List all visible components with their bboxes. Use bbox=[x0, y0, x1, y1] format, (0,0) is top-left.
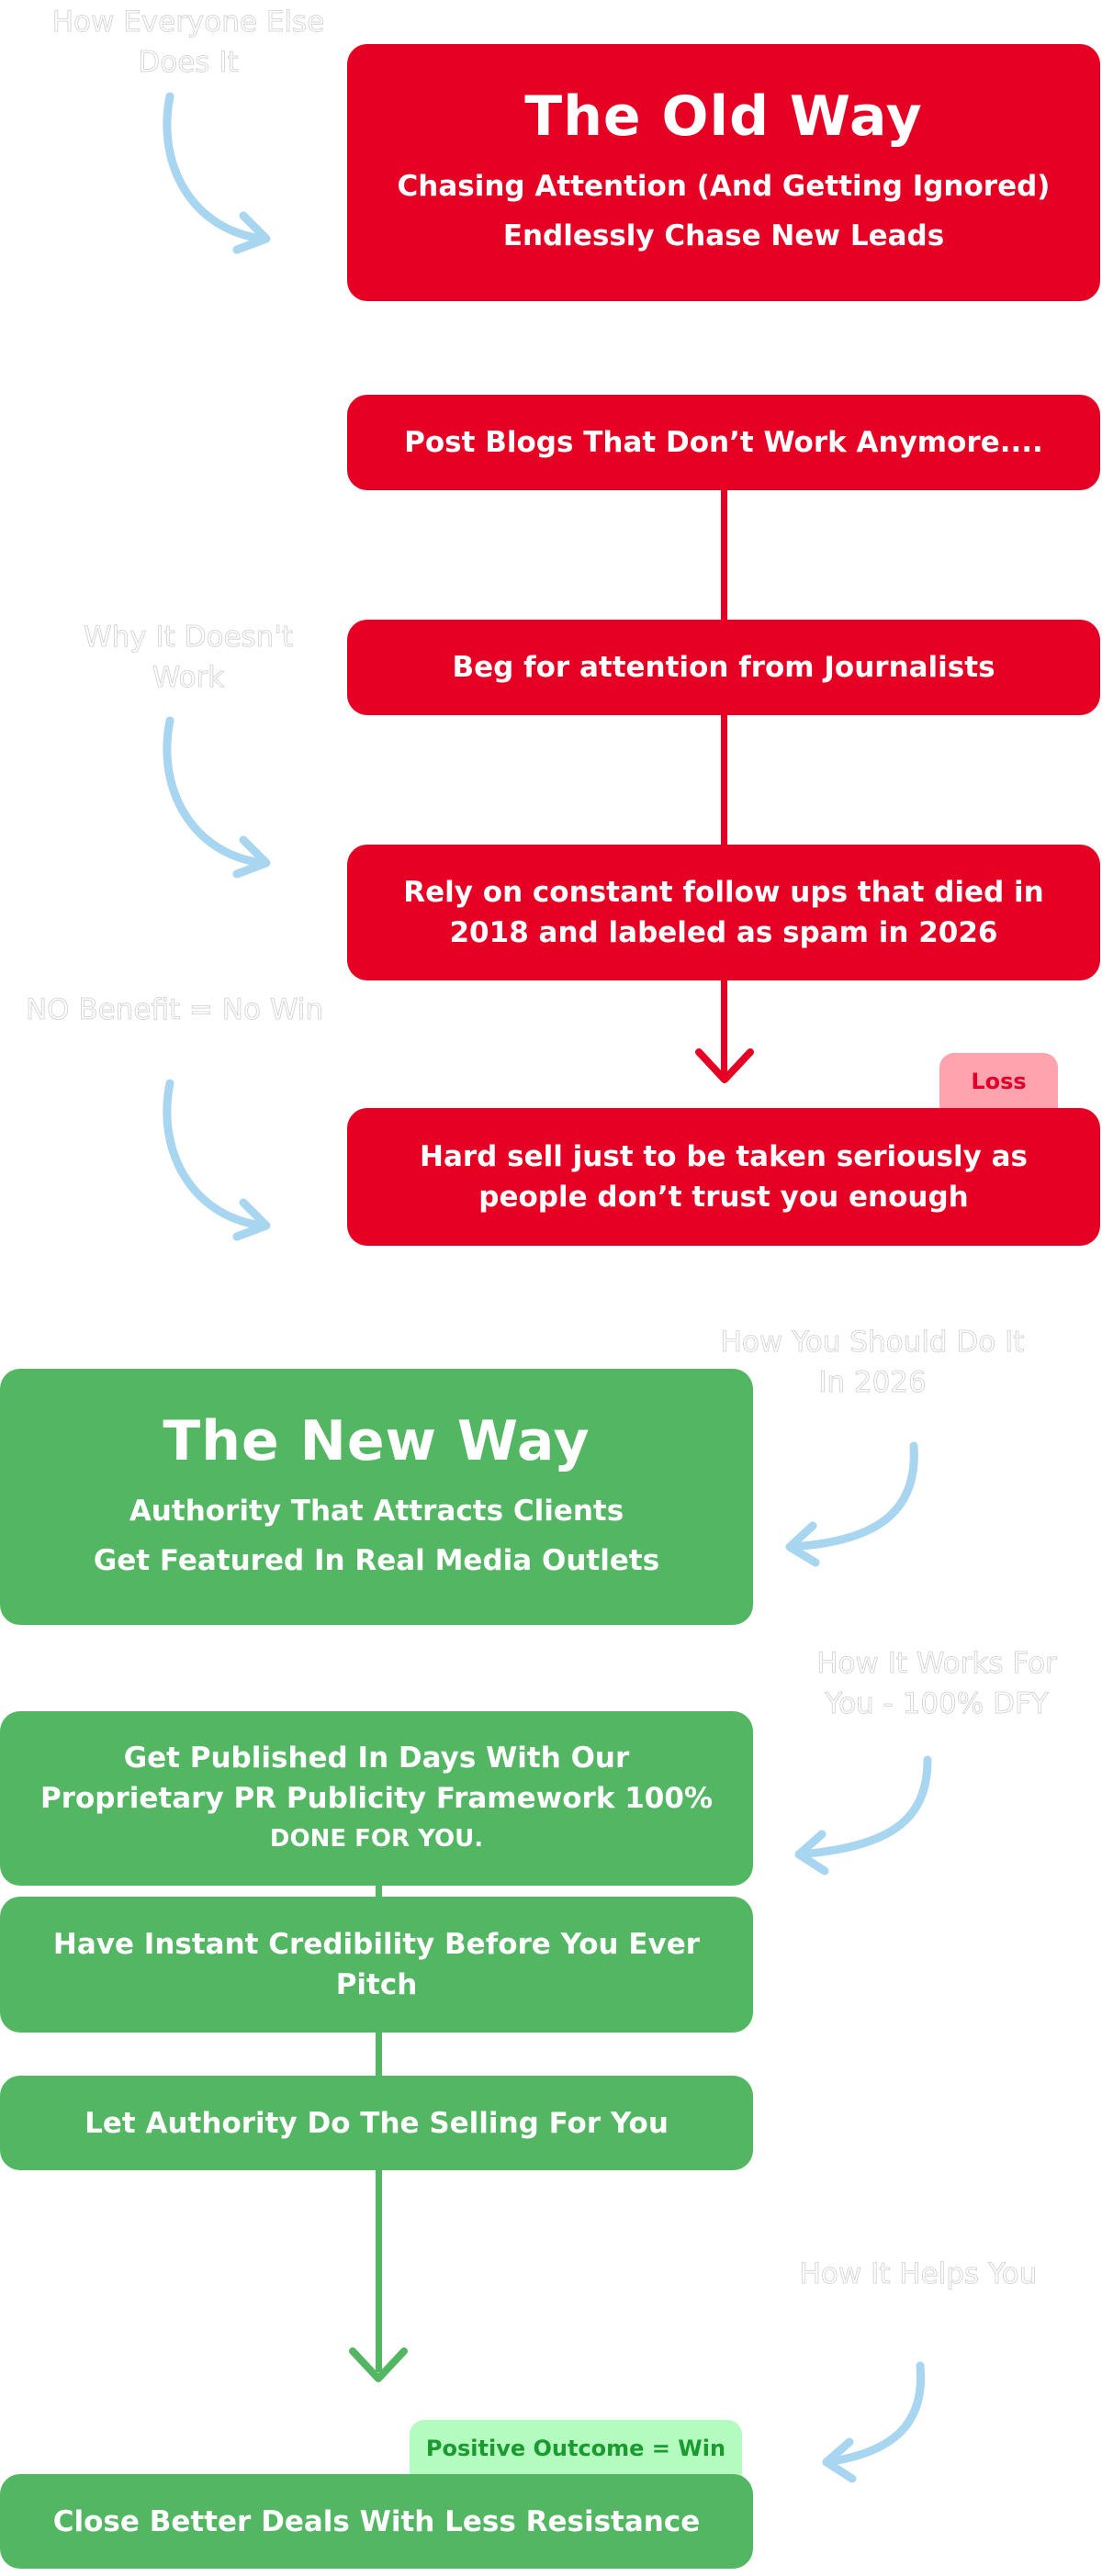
new-way-tagline: Get Featured In Real Media Outlets bbox=[93, 1543, 660, 1577]
note-how-everyone-else: How Everyone Else Does It bbox=[51, 6, 325, 80]
curved-arrow-icon bbox=[163, 92, 271, 254]
new-step-instant-credibility: Have Instant Credibility Before You Ever… bbox=[0, 1897, 753, 2033]
old-step-hard-sell: Hard sell just to be taken seriously as … bbox=[347, 1108, 1100, 1246]
new-step-done-for-you: DONE FOR YOU. bbox=[269, 1825, 484, 1853]
note-how-you-should: How You Should Do It In 2026 bbox=[720, 1326, 1025, 1400]
old-step-post-blogs: Post Blogs That Don’t Work Anymore.... bbox=[347, 395, 1100, 490]
new-step-let-authority: Let Authority Do The Selling For You bbox=[0, 2076, 753, 2170]
curved-arrow-icon bbox=[163, 716, 271, 879]
new-way-header: The New Way Authority That Attracts Clie… bbox=[0, 1369, 753, 1625]
old-way-title: The Old Way bbox=[524, 84, 923, 149]
arrow-down-icon bbox=[695, 1048, 754, 1083]
win-badge: Positive Outcome = Win bbox=[410, 2420, 742, 2476]
curved-arrow-icon bbox=[794, 1755, 932, 1876]
new-step-close-deals: Close Better Deals With Less Resistance bbox=[0, 2474, 753, 2569]
note-no-benefit: NO Benefit = No Win bbox=[25, 993, 324, 1027]
old-way-subtitle: Chasing Attention (And Getting Ignored) bbox=[397, 170, 1051, 203]
old-step-follow-ups: Rely on constant follow ups that died in… bbox=[347, 845, 1100, 980]
arrow-down-icon bbox=[349, 2347, 408, 2382]
note-how-it-helps: How It Helps You bbox=[799, 2257, 1038, 2291]
new-step-get-published-text: Get Published In Days With Our Proprieta… bbox=[39, 1742, 714, 1815]
curved-arrow-icon bbox=[822, 2361, 926, 2483]
curved-arrow-icon bbox=[163, 1079, 271, 1241]
old-way-tagline: Endlessly Chase New Leads bbox=[502, 219, 945, 252]
old-step-beg-attention: Beg for attention from Journalists bbox=[347, 620, 1100, 715]
note-how-it-works: How It Works For You - 100% DFY bbox=[816, 1647, 1057, 1721]
curved-arrow-icon bbox=[785, 1441, 918, 1567]
old-way-connector bbox=[721, 490, 727, 1078]
old-way-header: The Old Way Chasing Attention (And Getti… bbox=[347, 44, 1100, 301]
loss-badge: Loss bbox=[939, 1053, 1058, 1110]
new-step-get-published: Get Published In Days With Our Proprieta… bbox=[0, 1711, 753, 1886]
new-way-title: The New Way bbox=[163, 1408, 590, 1473]
new-way-subtitle: Authority That Attracts Clients bbox=[129, 1494, 624, 1528]
note-why-it-doesnt-work: Why It Doesn't Work bbox=[83, 621, 294, 695]
